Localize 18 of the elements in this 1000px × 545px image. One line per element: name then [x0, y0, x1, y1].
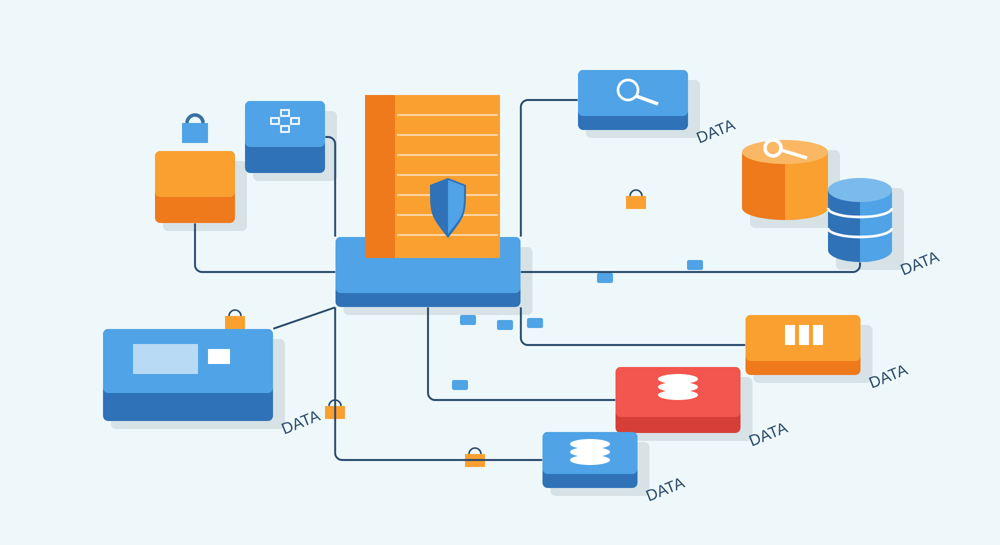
firewall-drawing [336, 95, 532, 315]
data-label: DATA [900, 252, 940, 276]
data-label: DATA [868, 365, 909, 388]
connector-line [427, 307, 616, 401]
connector-line [520, 99, 578, 237]
data-label: DATA [281, 411, 322, 434]
data-label: DATA [696, 120, 736, 144]
key-cylinder-drawing [742, 138, 840, 228]
lock-cube-drawing [155, 113, 247, 231]
connector-line [520, 307, 746, 346]
connector-line [194, 223, 336, 273]
connector-line [325, 136, 336, 237]
connector-line [334, 307, 542, 461]
data-label: DATA [748, 423, 789, 446]
connector-line [520, 262, 861, 273]
connector-line [273, 306, 336, 330]
data-label: DATA [646, 478, 686, 502]
cube-drawing [245, 101, 337, 181]
